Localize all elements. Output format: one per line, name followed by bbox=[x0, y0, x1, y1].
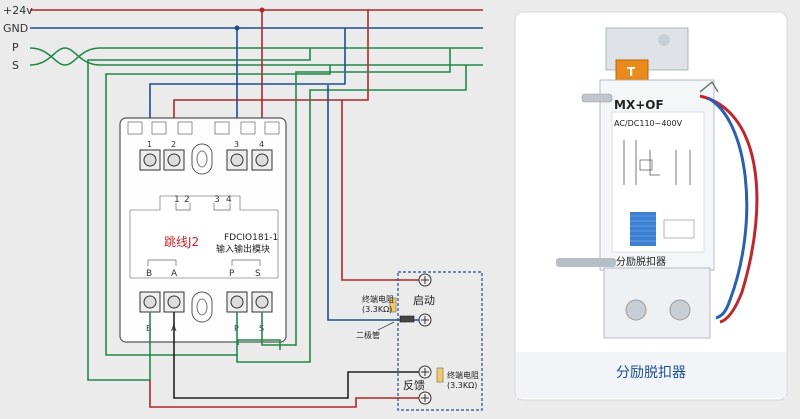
bus-lines bbox=[29, 9, 483, 66]
t-button-label: T bbox=[627, 65, 636, 79]
wire-p-left bbox=[87, 48, 311, 381]
jumper-label: 跳线J2 bbox=[164, 235, 199, 249]
top-num-2: 2 bbox=[171, 140, 176, 149]
inner-label-a: A bbox=[171, 269, 178, 279]
device-marking: MX+OF bbox=[614, 98, 664, 112]
wire-start-bottom bbox=[327, 85, 420, 321]
bus-label-gnd: GND bbox=[3, 22, 28, 35]
module-body bbox=[119, 117, 287, 343]
device-label: 分励脱扣器 bbox=[616, 255, 666, 268]
center-num-2: 2 bbox=[184, 195, 190, 205]
module-desc: 输入输出模块 bbox=[216, 243, 270, 255]
wire-t1-gnd bbox=[149, 28, 346, 122]
wire-a-feedback bbox=[173, 312, 420, 399]
bus-p-line bbox=[29, 47, 483, 66]
wire-start-top bbox=[341, 100, 420, 281]
top-num-1: 1 bbox=[147, 140, 152, 149]
lead-wire-blue bbox=[707, 96, 749, 320]
wire-feedback-low bbox=[149, 380, 420, 408]
bus-label-s: S bbox=[12, 59, 19, 72]
breaker-device bbox=[556, 27, 715, 339]
blue-window bbox=[630, 212, 656, 246]
resistor-2-value: (3.3KΩ) bbox=[447, 381, 477, 390]
external-box bbox=[397, 271, 483, 411]
photo-caption: 分励脱扣器 bbox=[616, 365, 686, 381]
inner-label-s: S bbox=[255, 269, 261, 279]
center-num-3: 3 bbox=[214, 195, 220, 205]
resistor-1-label: 终端电阻 bbox=[362, 294, 394, 304]
center-num-4: 4 bbox=[226, 195, 232, 205]
photo-caption-bar bbox=[516, 352, 786, 398]
bottom-mount-slot bbox=[191, 291, 213, 323]
resistor-1-value: (3.3KΩ) bbox=[362, 305, 392, 314]
bus-label-24v: +24v bbox=[3, 4, 33, 17]
module-model: FDCIO181-1 bbox=[224, 233, 278, 243]
lead-terminal bbox=[699, 80, 719, 93]
wire-gnd-right bbox=[237, 339, 281, 350]
bottom-letter-b: B bbox=[146, 324, 152, 333]
bottom-wires bbox=[149, 48, 467, 408]
resistor-2 bbox=[436, 367, 444, 383]
center-num-1: 1 bbox=[174, 195, 180, 205]
feedback-label: 反馈 bbox=[403, 379, 425, 392]
diode-label: 二极管 bbox=[356, 330, 380, 340]
lead-wire-red bbox=[699, 94, 759, 324]
resistor-2-label: 终端电阻 bbox=[447, 370, 479, 380]
inner-label-p: P bbox=[229, 269, 235, 279]
top-num-3: 3 bbox=[234, 140, 239, 149]
bus-label-p: P bbox=[12, 41, 19, 54]
wire-s-bus bbox=[236, 65, 467, 363]
bus-s-line bbox=[29, 47, 483, 66]
start-label: 启动 bbox=[413, 294, 435, 307]
voltage-rating: AC/DC110~400V bbox=[614, 119, 683, 128]
diode bbox=[399, 315, 415, 323]
top-mount-slot bbox=[191, 143, 213, 175]
inner-label-b: B bbox=[146, 269, 152, 279]
top-num-4: 4 bbox=[259, 140, 264, 149]
resistor-1 bbox=[389, 297, 397, 313]
wire-t2-24v bbox=[173, 10, 369, 122]
